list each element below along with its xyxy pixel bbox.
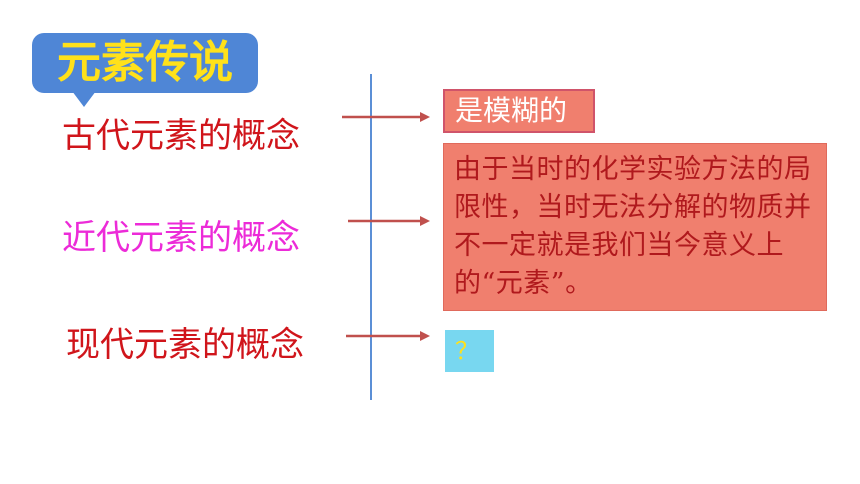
title-text: 元素传说 [57,37,233,88]
concept-current-label: 现代元素的概念 [66,325,304,365]
arrow-current [346,331,430,341]
vertical-divider [370,74,372,400]
concept-modern-label: 近代元素的概念 [62,218,300,258]
answer-modern-box: 由于当时的化学实验方法的局限性，当时无法分解的物质并不一定就是我们当今意义上的“… [443,143,827,311]
arrow-modern [348,216,430,226]
arrow-ancient [342,112,430,122]
answer-current-box: ？ [445,330,494,372]
answer-ancient-box: 是模糊的 [443,89,595,133]
title-badge: 元素传说 [32,33,258,107]
concept-ancient-label: 古代元素的概念 [62,116,300,156]
